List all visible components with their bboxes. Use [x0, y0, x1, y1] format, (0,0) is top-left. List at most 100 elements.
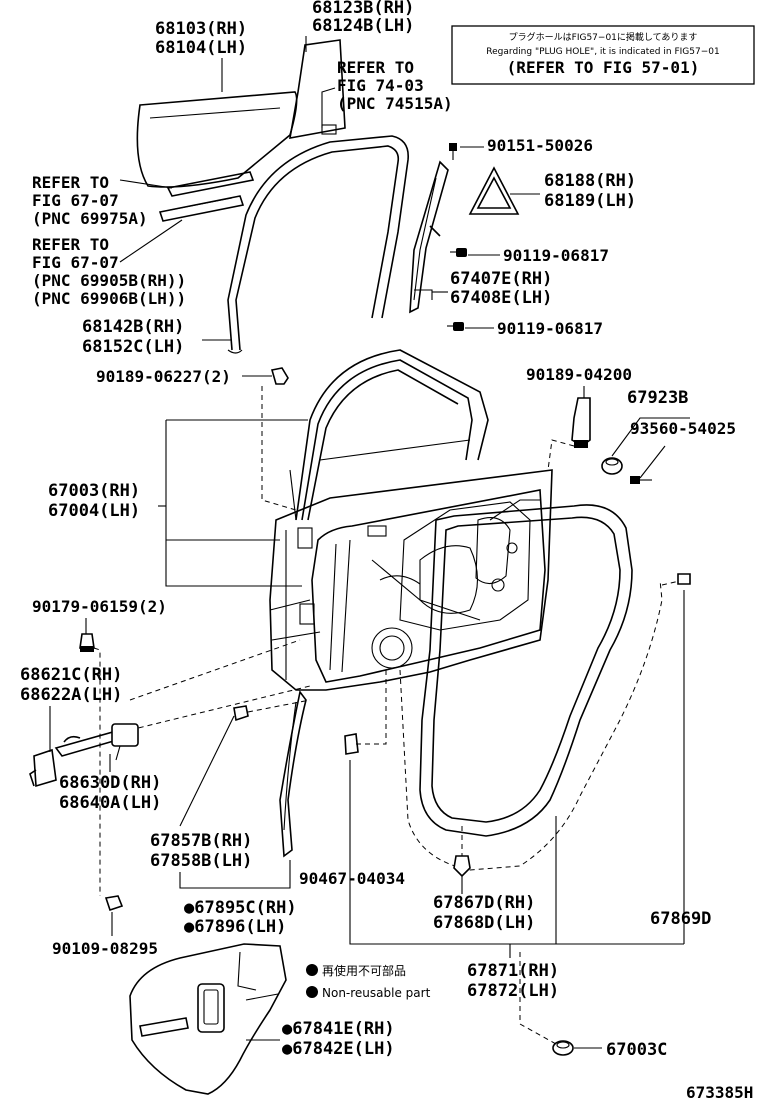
label-67004: 67004(LH): [48, 501, 140, 521]
label-67407: 67407E(RH): [450, 269, 552, 289]
label-67896: ●67896(LH): [184, 917, 286, 937]
door-check: [54, 723, 139, 761]
dash-90179: [93, 647, 101, 896]
plug-hole-note: プラグホールはFIG57−01に掲載してあります Regarding "PLUG…: [451, 25, 755, 85]
legend: 再使用不可部品 Non-reusable part: [306, 963, 431, 1000]
seal-strip-67857: [279, 690, 307, 858]
label-refer6707a-1: REFER TO: [32, 173, 109, 192]
clip-90189-04200: [571, 397, 591, 448]
label-refer6707b-2: FIG 67-07: [32, 253, 119, 272]
label-67868: 67868D(LH): [433, 913, 535, 933]
label-9011906817b: 90119-06817: [497, 319, 603, 338]
label-68621: 68621C(RH): [20, 665, 122, 685]
door-weatherstrip: [419, 504, 633, 837]
leader-67923: [611, 417, 690, 457]
note-refer: (REFER TO FIG 57-01): [507, 58, 700, 77]
note-japanese: プラグホールはFIG57−01に掲載してあります: [509, 31, 698, 43]
belt-moulding-outer: [166, 171, 255, 197]
label-9015150026: 90151-50026: [487, 136, 593, 155]
legend-en: Non-reusable part: [322, 986, 431, 1000]
glass-run-channel: [227, 135, 409, 354]
label-9018906227: 90189-06227(2): [96, 367, 231, 386]
label-refer7403-1: REFER TO: [337, 58, 414, 77]
screw-90119-upper: [450, 248, 467, 257]
label-67842: ●67842E(LH): [282, 1039, 395, 1059]
dash-67003c: [519, 952, 557, 1045]
leader-refer7403: [321, 87, 336, 128]
dash-left-clip: [356, 668, 387, 745]
clip-67867: [453, 855, 471, 884]
clip-90179: [79, 633, 95, 652]
quarter-glass: [289, 39, 346, 139]
leader-67857: [179, 715, 235, 827]
label-refer6707a-3: (PNC 69975A): [32, 209, 148, 228]
dash-67857: [247, 699, 311, 713]
label-68152: 68152C(LH): [82, 337, 184, 357]
label-67003: 67003(RH): [48, 481, 140, 501]
label-refer6707b-4: (PNC 69906B(LH)): [32, 289, 186, 308]
leader-67871-a: [349, 760, 684, 945]
label-9046704034: 90467-04034: [299, 869, 405, 888]
label-refer6707b-3: (PNC 69905B(RH)): [32, 271, 186, 290]
dash-clip-upper: [261, 386, 297, 511]
dash-clip-04200: [547, 439, 575, 471]
label-67003c: 67003C: [606, 1040, 667, 1060]
label-68622: 68622A(LH): [20, 685, 122, 705]
label-67871: 67871(RH): [467, 961, 559, 981]
leader-9356054025: [639, 445, 666, 479]
clip-67869: [677, 573, 691, 585]
label-67857: 67857B(RH): [150, 831, 252, 851]
label-9011906817a: 90119-06817: [503, 246, 609, 265]
plug-67003c: [552, 1040, 574, 1056]
label-67867: 67867D(RH): [433, 893, 535, 913]
label-9017906159: 90179-06159(2): [32, 597, 167, 616]
door-cushion: [601, 457, 623, 475]
division-bar: [409, 160, 449, 314]
clip-90189-06227: [270, 367, 289, 385]
label-refer7403-3: (PNC 74515A): [337, 94, 453, 113]
label-67841: ●67841E(RH): [282, 1019, 395, 1039]
label-refer6707a-2: FIG 67-07: [32, 191, 119, 210]
door-hinge: [29, 748, 57, 788]
bolt-90109: [104, 895, 124, 912]
leader-67003-b: [165, 420, 302, 587]
label-67869: 67869D: [650, 909, 711, 929]
legend-jp: 再使用不可部品: [322, 963, 406, 978]
label-9010908295: 90109-08295: [52, 939, 158, 958]
label-9356054025: 93560-54025: [630, 419, 736, 438]
note-english: Regarding "PLUG HOLE", it is indicated i…: [486, 47, 719, 57]
label-68103: 68103(RH): [155, 19, 247, 39]
corner-cover: [468, 166, 520, 215]
label-67895: ●67895C(RH): [184, 898, 297, 918]
screw-90119-lower: [447, 322, 464, 331]
label-refer6707b-1: REFER TO: [32, 235, 109, 254]
label-67923: 67923B: [627, 388, 688, 408]
figure-id: 673385H: [686, 1083, 753, 1102]
label-67408: 67408E(LH): [450, 288, 552, 308]
leader-refer6707b: [119, 219, 183, 263]
label-refer7403-2: FIG 74-03: [337, 76, 424, 95]
label-68142: 68142B(RH): [82, 317, 184, 337]
label-67872: 67872(LH): [467, 981, 559, 1001]
clip-weatherstrip-left: [344, 733, 359, 755]
screw-90151: [449, 143, 457, 160]
door-glass: [136, 91, 298, 188]
label-67858: 67858B(LH): [150, 851, 252, 871]
service-hole-cover: [129, 943, 287, 1095]
belt-moulding-inner: [158, 195, 245, 222]
clip-67857: [233, 705, 249, 722]
door-shell: [269, 349, 553, 691]
label-68189: 68189(LH): [544, 191, 636, 211]
dash-hinge-lower: [129, 685, 311, 731]
screw-93560: [630, 476, 652, 484]
leader-67858: [179, 860, 291, 889]
label-68123: 68123B(RH): [312, 0, 414, 18]
label-68188: 68188(RH): [544, 171, 636, 191]
body-seal-outline: [399, 579, 663, 871]
label-68640: 68640A(LH): [59, 793, 161, 813]
label-9018904200: 90189-04200: [526, 365, 632, 384]
dash-hinge-upper: [129, 639, 301, 701]
label-68630: 68630D(RH): [59, 773, 161, 793]
leader-refer6707a: [119, 179, 173, 189]
